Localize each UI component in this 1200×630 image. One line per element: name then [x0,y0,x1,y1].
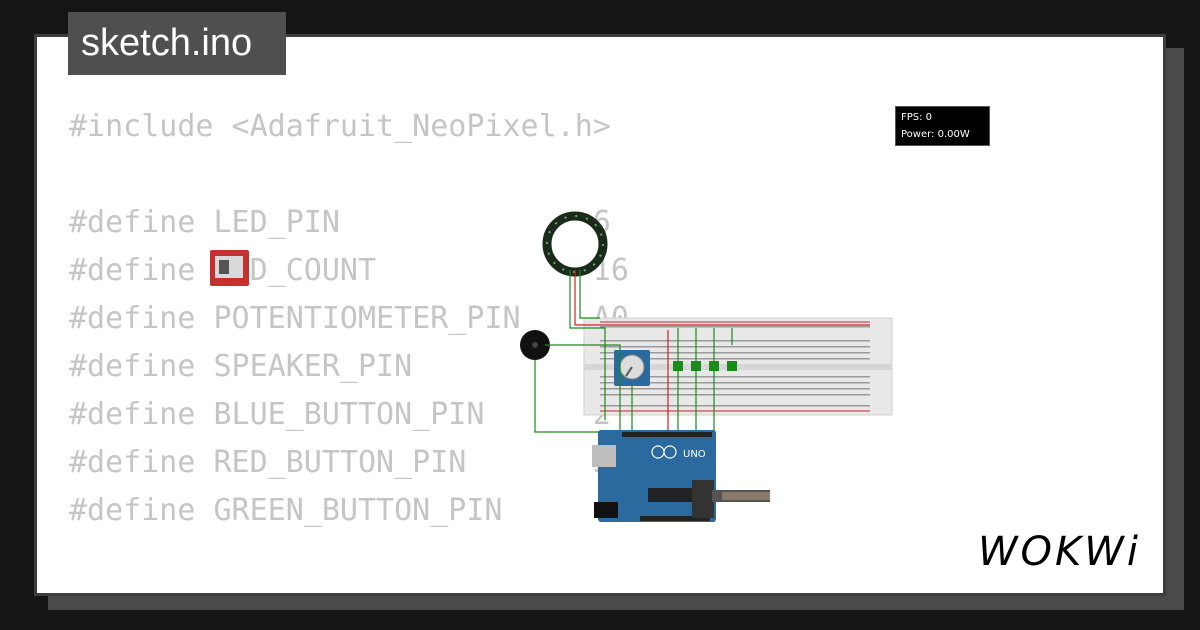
potentiometer[interactable] [614,350,650,386]
code-line: Adafruit_NeoPixel strip(LED_COUNT, LED_P… [69,583,1163,593]
code-line: #define SPEAKER_PIN 8 [69,349,611,384]
sketch-title-tab[interactable]: sketch.ino [68,12,286,75]
neopixel-ring[interactable] [542,211,608,277]
simulation-stats: FPS: 0 Power: 0.00W [895,106,990,146]
buzzer[interactable] [520,330,550,360]
code-line: #define LED_PIN 6 [69,205,611,240]
code-line: #include <Adafruit_NeoPixel.h> [69,109,611,144]
fps-readout: FPS: 0 [901,112,933,123]
power-readout: Power: 0.00W [901,129,970,140]
wokwi-logo: WOKWi [978,529,1141,575]
board-label: UNO [683,449,706,460]
code-line: #define BLUE_BUTTON_PIN 2 [69,397,611,432]
sd-card-module[interactable] [210,250,249,286]
code-line: #define RED_BUTTON_PIN 3 [69,445,611,480]
arduino-uno-board[interactable]: UNO [592,430,770,522]
